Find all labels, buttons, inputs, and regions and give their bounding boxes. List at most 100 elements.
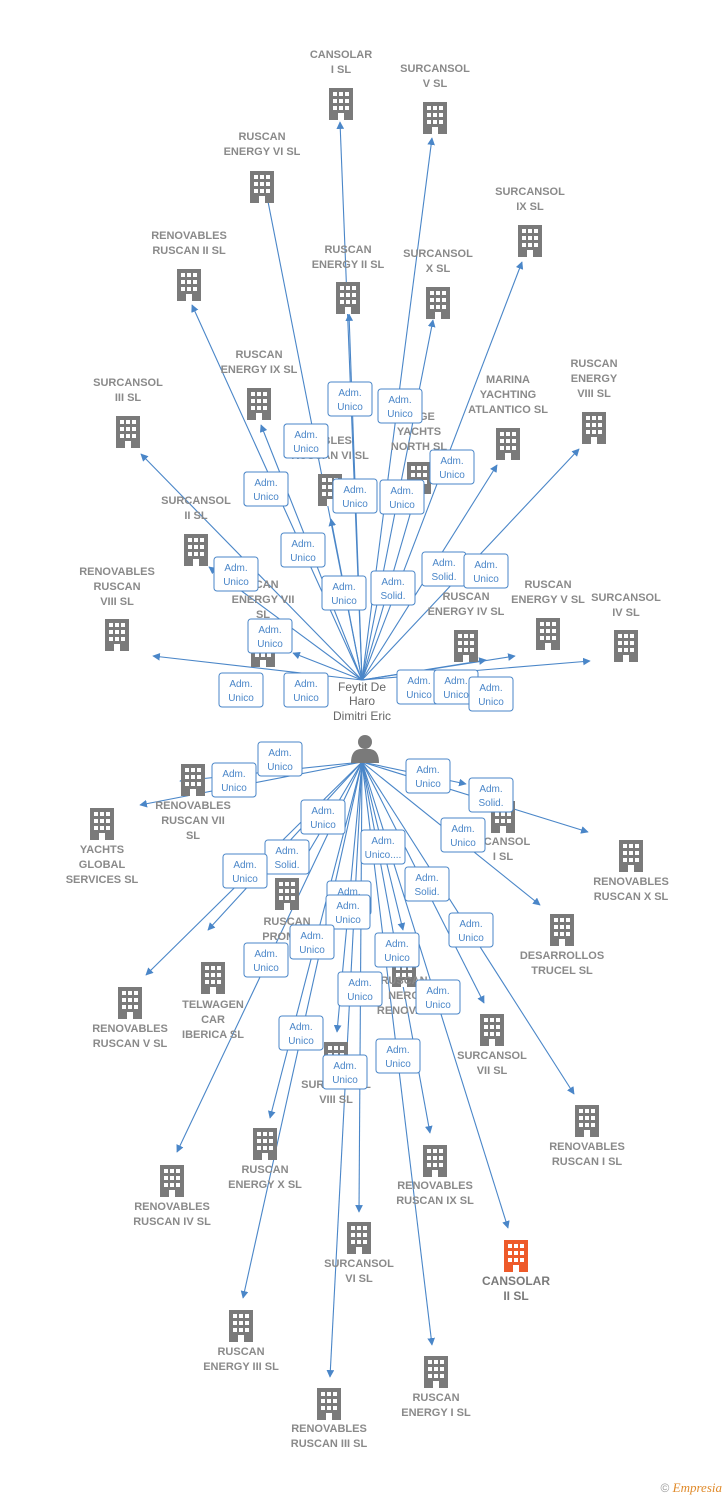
role-badge[interactable]: Adm.Unico	[283, 672, 329, 708]
role-badge[interactable]: Adm.Unico	[280, 532, 326, 568]
company-name-line: DESARROLLOS	[520, 950, 604, 962]
company-name-line: RUSCAN IV SL	[133, 1216, 211, 1228]
company-name-line: III SL	[115, 392, 142, 404]
role-badge[interactable]: Adm.Solid.	[421, 551, 467, 587]
role-badge[interactable]: Adm.Unico	[337, 971, 383, 1007]
company-name-line: IX SL	[516, 201, 544, 213]
role-badge[interactable]: Adm.Unico	[211, 762, 257, 798]
role-badge-box	[213, 556, 259, 592]
role-badge[interactable]: Adm.Unico	[379, 479, 425, 515]
role-badge[interactable]: Adm.Unico	[377, 388, 423, 424]
building-icon	[582, 412, 606, 444]
company-name-line: GLOBAL	[79, 859, 126, 871]
building-icon	[575, 1105, 599, 1137]
company-name-line: SURCANSOL	[495, 186, 565, 198]
role-badge[interactable]: Adm. Unico	[322, 1054, 368, 1090]
role-badge-text: Unico	[450, 838, 476, 849]
copyright-symbol: ©	[660, 1481, 670, 1495]
role-badge-text: Adm.	[337, 887, 360, 898]
role-badge[interactable]: Adm.Unico	[429, 449, 475, 485]
role-badge[interactable]: Adm.Unico	[243, 471, 289, 507]
company-name-line: RCANSOL	[476, 836, 531, 848]
building-icon	[116, 416, 140, 448]
company-name-line: YACHTING	[480, 389, 536, 401]
role-badge[interactable]: Adm.Unico	[218, 672, 264, 708]
role-badge[interactable]: Adm.Unico	[278, 1015, 324, 1051]
role-badge-text: Unico	[332, 1075, 358, 1086]
role-badge[interactable]: Adm.Solid.	[468, 777, 514, 813]
role-badge-text: Unico	[335, 915, 361, 926]
role-badge[interactable]: Adm.Unico	[222, 853, 268, 889]
person-node[interactable]: Feytit De Haro Dimitri Eric	[333, 680, 391, 763]
role-badge[interactable]: Adm.Solid.	[264, 839, 310, 875]
role-badge[interactable]: Adm.Unico	[321, 575, 367, 611]
company-name-line: TELWAGEN	[182, 999, 244, 1011]
role-badge[interactable]: Adm.Unico	[213, 556, 259, 592]
role-badge[interactable]: Adm.Unico	[405, 758, 451, 794]
role-badge-text: Adm.	[222, 769, 245, 780]
role-badge[interactable]: Adm.Unico	[448, 912, 494, 948]
company-node[interactable]: SURCANSOL IX SL	[495, 186, 565, 257]
role-badge[interactable]: Adm.Unico	[468, 676, 514, 712]
company-name-line: ENERGY X SL	[228, 1179, 302, 1191]
role-badge-text: Adm.	[333, 1061, 356, 1072]
role-badge[interactable]: Adm.Unico	[375, 1038, 421, 1074]
role-badge[interactable]: Adm.Unico	[332, 478, 378, 514]
role-badge[interactable]: Adm.Unico	[433, 669, 479, 705]
building-icon	[619, 840, 643, 872]
building-icon	[118, 987, 142, 1019]
role-badge-text: Unico	[288, 1036, 314, 1047]
role-badge[interactable]: Adm.Solid.	[370, 570, 416, 606]
building-icon	[426, 287, 450, 319]
role-badge[interactable]: Adm.Unico	[247, 618, 293, 654]
role-badge[interactable]: Adm.Unico	[415, 979, 461, 1015]
role-badge[interactable]: Adm.Unico	[300, 799, 346, 835]
role-badge[interactable]: Adm.Unico	[463, 553, 509, 589]
role-badge[interactable]: Adm.Unico....	[360, 829, 406, 865]
role-badge[interactable]: Adm.Unico	[289, 924, 335, 960]
role-badge[interactable]: Adm.Unico	[374, 932, 420, 968]
role-badge[interactable]: Adm.Unico	[327, 381, 373, 417]
company-name-line: RUSCAN I SL	[552, 1156, 623, 1168]
role-badge-text: Unico	[458, 933, 484, 944]
role-badge[interactable]: Adm.Unico	[440, 817, 486, 853]
role-badge[interactable]: Adm.Unico	[257, 741, 303, 777]
role-badge[interactable]: Adm.Solid.	[404, 866, 450, 902]
role-badge[interactable]: Adm.Unico	[243, 942, 289, 978]
role-badge[interactable]: Adm.Unico	[325, 894, 371, 930]
role-badge-text: Unico	[384, 953, 410, 964]
role-badge[interactable]: Adm.Unico	[283, 423, 329, 459]
